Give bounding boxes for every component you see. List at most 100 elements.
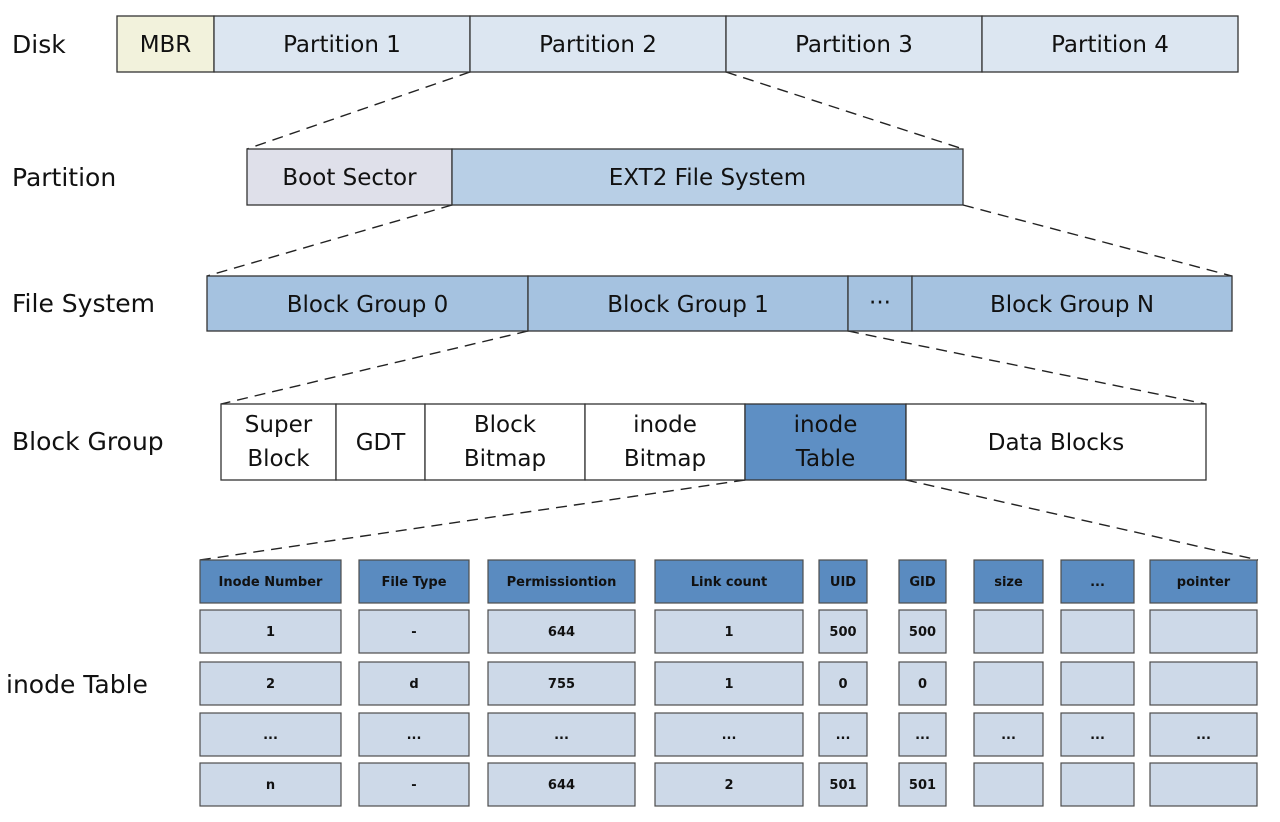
connector-disk-left — [246, 71, 471, 150]
block-bitmap-label-line1: Block — [474, 412, 537, 438]
inode-table-header-cell — [199, 559, 342, 604]
inode-table-cell — [654, 661, 804, 706]
inode-table-header-label: Permissiontion — [507, 575, 617, 590]
partition-3-label: Partition 3 — [795, 32, 913, 58]
inode-table-cell-value: n — [266, 778, 275, 793]
row-label-partition: Partition — [12, 163, 116, 192]
inode-bitmap-label-line2: Bitmap — [624, 446, 706, 472]
block-group-1-block — [527, 275, 849, 332]
block-group-0-label: Block Group 0 — [287, 292, 448, 318]
mbr-block — [116, 15, 215, 73]
inode-table-cell — [199, 661, 342, 706]
block-group-n-block — [911, 275, 1233, 332]
inode-table-cell-value: d — [409, 677, 418, 692]
inode-table-header-label: Inode Number — [219, 575, 323, 590]
inode-table-header-cell — [487, 559, 636, 604]
gdt-block — [335, 403, 426, 481]
super-block-label-line2: Block — [247, 446, 310, 472]
zoom-connectors — [199, 71, 1259, 561]
connector-fs-left — [220, 330, 529, 405]
connector-fs-right — [847, 330, 1207, 405]
row-label-inode-table: inode Table — [6, 670, 148, 699]
inode-table-cell — [358, 712, 470, 757]
inode-table-cell — [898, 609, 947, 654]
inode-table-cell — [973, 661, 1044, 706]
inode-table-header-cell — [973, 559, 1044, 604]
partition-2-block — [469, 15, 727, 73]
inode-bitmap-block — [584, 403, 746, 481]
ext2-file-system-block — [451, 148, 964, 206]
inode-table-cell-value: 644 — [548, 778, 575, 793]
block-bitmap-label-line2: Bitmap — [464, 446, 546, 472]
inode-table-header-label: GID — [909, 575, 936, 590]
inode-table-header-cell — [898, 559, 947, 604]
block-bitmap-block — [424, 403, 586, 481]
inode-table-cell-value: ... — [915, 728, 930, 743]
mbr-label: MBR — [140, 32, 192, 58]
inode-table-cell — [199, 762, 342, 807]
inode-table-header-label: UID — [830, 575, 856, 590]
inode-table-cell-value: 0 — [838, 677, 847, 692]
inode-table-cell — [818, 609, 868, 654]
inode-table-cell-value: ... — [836, 728, 851, 743]
inode-table-header-cell — [654, 559, 804, 604]
inode-table-label-line2: Table — [795, 446, 855, 472]
inode-table-cell — [898, 712, 947, 757]
inode-table-cell-value: 2 — [266, 677, 275, 692]
block-group-1-label: Block Group 1 — [607, 292, 768, 318]
inode-table-cell — [358, 609, 470, 654]
inode-table-cell — [358, 762, 470, 807]
inode-table-cell — [898, 661, 947, 706]
disk-row: MBR Partition 1 Partition 2 Partition 3 … — [116, 15, 1239, 73]
inode-table-block — [744, 403, 907, 481]
inode-table-header-label: ... — [1090, 575, 1105, 590]
inode-table-cell-value: - — [411, 625, 416, 640]
data-blocks-block — [905, 403, 1207, 481]
connector-bg-right — [905, 479, 1259, 561]
ext2-file-system-label: EXT2 File System — [609, 165, 806, 191]
inode-table-cell — [358, 661, 470, 706]
inode-table-cell — [1149, 609, 1258, 654]
inode-table-cell-value: 501 — [829, 778, 856, 793]
boot-sector-label: Boot Sector — [282, 165, 417, 191]
inode-table-cell — [818, 712, 868, 757]
row-label-disk: Disk — [12, 30, 66, 59]
block-group-row: Super Block GDT Block Bitmap inode Bitma… — [220, 403, 1207, 481]
inode-table-header-cell — [1060, 559, 1135, 604]
inode-table-cell-value: - — [411, 778, 416, 793]
inode-table-cell — [654, 712, 804, 757]
connector-bg-left — [199, 479, 746, 561]
inode-table-label-line1: inode — [794, 412, 858, 438]
inode-table-cell-value: 501 — [909, 778, 936, 793]
inode-table-header-cell — [358, 559, 470, 604]
block-group-n-label: Block Group N — [990, 292, 1154, 318]
inode-table-cell — [487, 661, 636, 706]
partition-1-label: Partition 1 — [283, 32, 401, 58]
inode-table-cell-value: ... — [1090, 728, 1105, 743]
inode-table-cell — [973, 609, 1044, 654]
partition-4-label: Partition 4 — [1051, 32, 1169, 58]
inode-table-cell-value: 755 — [548, 677, 575, 692]
partition-2-label: Partition 2 — [539, 32, 657, 58]
inode-table-cell-value: 500 — [829, 625, 856, 640]
inode-bitmap-label-line1: inode — [633, 412, 697, 438]
inode-table-header-label: Link count — [691, 575, 768, 590]
inode-table-cell — [654, 762, 804, 807]
inode-table-cell — [199, 712, 342, 757]
inode-table-cell — [199, 609, 342, 654]
inode-table-cell — [487, 712, 636, 757]
inode-table-cell — [818, 762, 868, 807]
inode-table-cell — [973, 712, 1044, 757]
super-block-label-line1: Super — [245, 412, 313, 438]
inode-table-cell — [1060, 762, 1135, 807]
inode-table-cell-value: ... — [407, 728, 422, 743]
inode-table-cell — [487, 762, 636, 807]
inode-table-cell-value: 1 — [724, 625, 733, 640]
partition-4-block — [981, 15, 1239, 73]
inode-table-header-cell — [1149, 559, 1258, 604]
inode-table-cell-value: ... — [722, 728, 737, 743]
inode-table-header-label: pointer — [1177, 575, 1231, 590]
block-group-ellipsis-label: ··· — [869, 290, 891, 316]
